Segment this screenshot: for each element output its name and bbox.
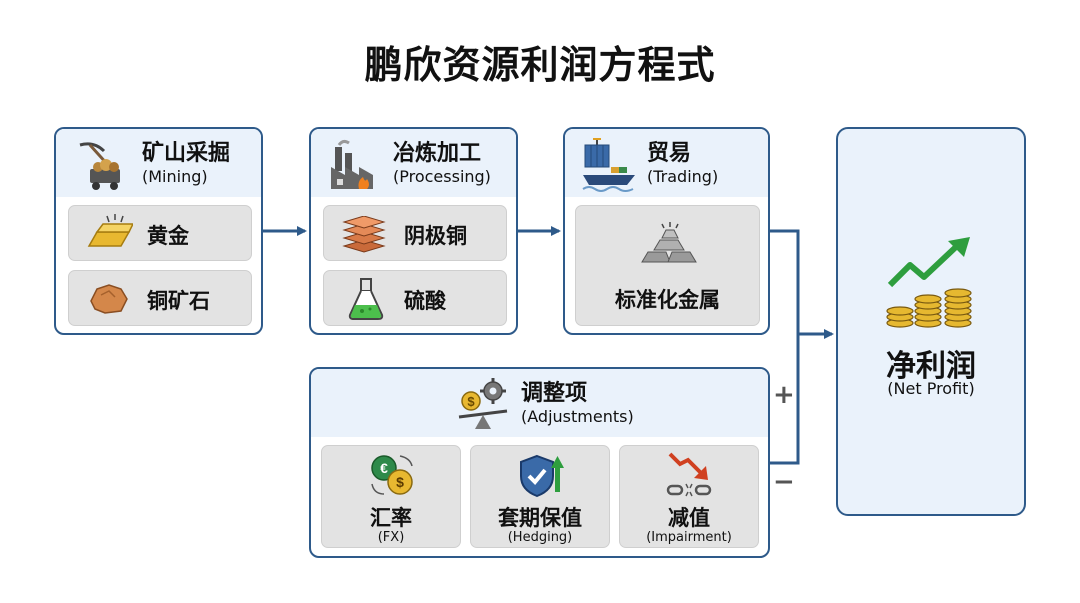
processing-item-sulfuric-acid: 硫酸 [323,270,507,326]
mining-item-label: 铜矿石 [147,289,210,313]
adjustment-item-sublabel: (FX) [377,530,405,545]
trading-item-label: 标准化金属 [615,288,720,312]
shield-up-arrow-icon [520,454,564,498]
container-ship-icon [582,138,635,192]
adjustment-item-label: 汇率 [370,506,412,530]
net-profit-title: 净利润 [886,349,976,384]
processing-item-cathode-copper: 阴极铜 [323,205,507,261]
trading-title: 贸易 [647,141,692,166]
processing-title: 冶炼加工 [393,141,482,166]
adjustment-item-label: 减值 [668,506,710,530]
svg-text:$: $ [467,394,475,409]
adjustment-item-sublabel: (Hedging) [507,530,573,545]
mining-box: 矿山采掘 (Mining) 黄金 铜矿石 [54,127,263,335]
metal-ingots-icon [641,222,697,263]
copper-ore-icon [90,284,128,314]
balance-gear-icon: $ [458,378,508,429]
gold-bar-icon [87,214,133,247]
processing-subtitle: (Processing) [393,167,491,186]
adjustments-box: $ 调整项 (Adjustments) € $ 汇率 (FX) 套期保值 (He… [309,367,770,558]
page-title: 鹏欣资源利润方程式 [364,43,716,87]
connector-trading-bracket [770,229,800,465]
trading-item-standard-metals: 标准化金属 [575,205,760,326]
processing-header: 冶炼加工 (Processing) [311,129,516,197]
mining-item-copper-ore: 铜矿石 [68,270,252,326]
trading-subtitle: (Trading) [647,167,719,186]
trading-header: 贸易 (Trading) [565,129,768,197]
adjustments-header: $ 调整项 (Adjustments) [311,369,768,437]
broken-chain-down-arrow-icon [666,452,712,497]
adjustment-item-impairment: 减值 (Impairment) [619,445,759,548]
processing-box: 冶炼加工 (Processing) 阴极铜 硫酸 [309,127,518,335]
copper-plates-icon [342,216,386,253]
flask-icon [348,278,384,320]
pickaxe-ore-cart-icon [79,142,120,190]
mining-subtitle: (Mining) [142,167,208,186]
mining-title: 矿山采掘 [142,141,231,166]
plus-sign: + [773,380,795,410]
trading-box: 贸易 (Trading) 标准化金属 [563,127,770,335]
net-profit-box: 净利润 (Net Profit) [836,127,1026,516]
minus-sign: − [773,467,795,497]
adjustment-item-hedging: 套期保值 (Hedging) [470,445,610,548]
processing-item-label: 硫酸 [404,289,446,313]
mining-header: 矿山采掘 (Mining) [56,129,261,197]
factory-icon [331,139,373,189]
coins-growth-arrow-icon [886,237,972,328]
mining-item-label: 黄金 [147,224,189,248]
svg-text:€: € [380,460,388,476]
currency-exchange-icon: € $ [371,455,413,495]
adjustment-item-sublabel: (Impairment) [646,530,732,545]
net-profit-subtitle: (Net Profit) [887,379,975,398]
adjustments-subtitle: (Adjustments) [521,407,634,426]
adjustment-item-label: 套期保值 [498,506,582,530]
adjustment-item-fx: € $ 汇率 (FX) [321,445,461,548]
mining-item-gold: 黄金 [68,205,252,261]
adjustments-title: 调整项 [521,381,588,406]
svg-text:$: $ [396,474,404,490]
processing-item-label: 阴极铜 [404,224,467,248]
